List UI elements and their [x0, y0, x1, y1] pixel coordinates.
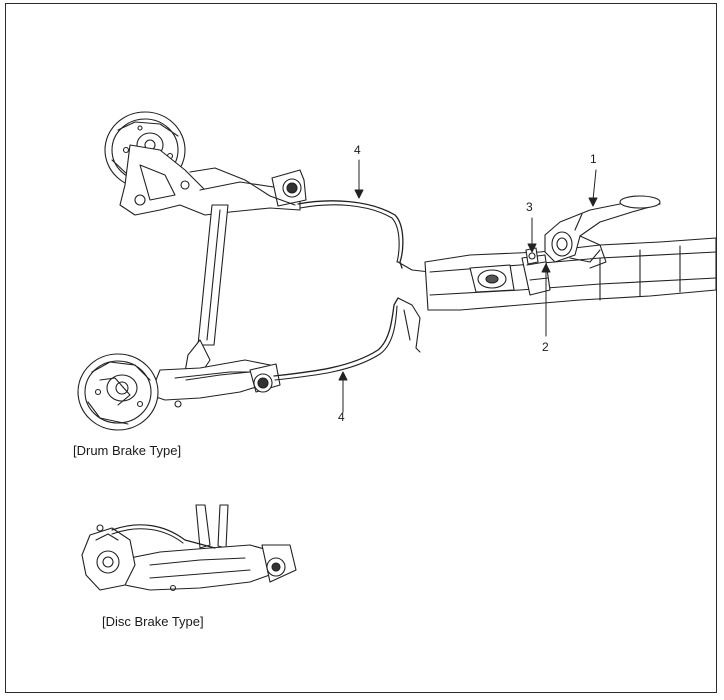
upper-bushing: [271, 169, 307, 207]
callout-4-top: 4: [354, 143, 361, 157]
floor-tunnel: [424, 237, 717, 311]
disc-brake-caption: [Disc Brake Type]: [102, 614, 204, 629]
drum-brake-caption: [Drum Brake Type]: [73, 443, 182, 458]
callout-4-bottom: 4: [338, 410, 345, 424]
parking-brake-lever: [544, 195, 661, 269]
rear-axle-assembly: [77, 111, 307, 431]
lower-bushing: [249, 363, 281, 393]
lower-drum-brake: [77, 353, 159, 431]
parking-brake-cable-upper: [297, 200, 404, 269]
callout-3: 3: [526, 200, 533, 214]
callout-1: 1: [590, 152, 597, 166]
disc-brake-assembly: [81, 504, 297, 592]
callout-2: 2: [542, 340, 549, 354]
leader-lines: [338, 159, 598, 413]
parking-brake-cable-lower: [273, 297, 399, 381]
